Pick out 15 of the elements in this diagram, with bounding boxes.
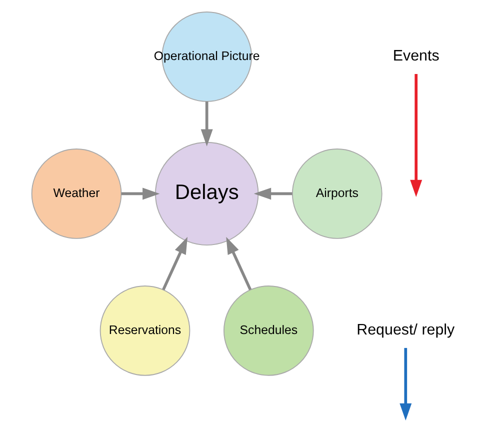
arrow (400, 348, 412, 420)
node-text: Request/ reply (356, 321, 455, 338)
arrow (162, 236, 188, 290)
arrow (121, 188, 160, 200)
arrow (226, 236, 252, 290)
arrow (254, 188, 292, 200)
node-circle: Weather (31, 148, 122, 239)
node-circle: Schedules (223, 286, 314, 376)
node-circle: Delays (155, 142, 259, 246)
node-circle: Airports (292, 148, 382, 239)
node-label: Operational Picture (154, 48, 260, 63)
node-circle: Reservations (100, 286, 190, 376)
node-text: Events (392, 47, 440, 64)
arrow (410, 74, 422, 198)
arrow (200, 102, 213, 146)
